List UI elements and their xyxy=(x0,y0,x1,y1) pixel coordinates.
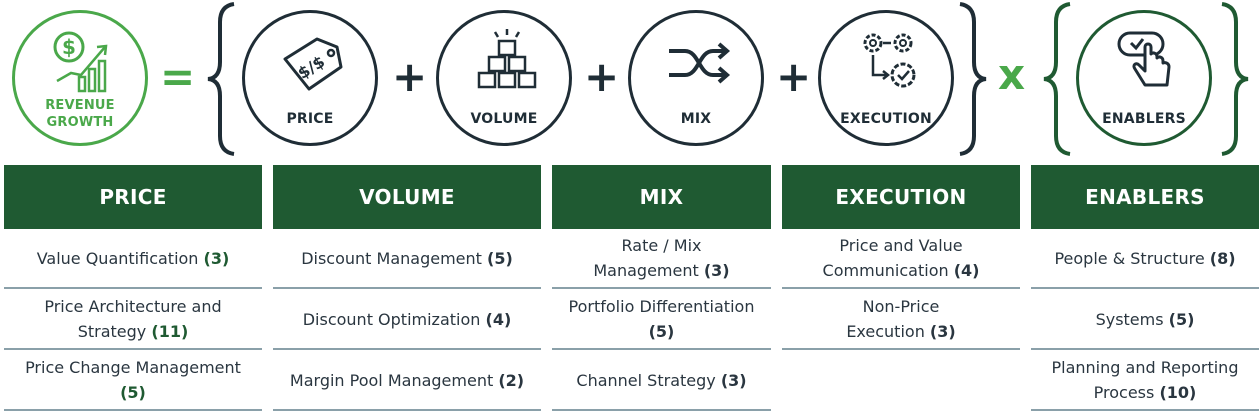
hand-tap-icon xyxy=(1117,31,1171,87)
item-count: (2) xyxy=(498,370,525,390)
mix-circle: MIX xyxy=(628,10,764,146)
item-count: (3) xyxy=(720,370,747,390)
header-mix: MIX xyxy=(552,165,771,229)
revenue-growth-circle: $ REVENUE GROWTH xyxy=(12,10,148,146)
item-count: (3) xyxy=(203,248,230,268)
item-count: (11) xyxy=(151,322,189,341)
svg-text:$: $ xyxy=(62,35,76,59)
execution-circle-label: EXECUTION xyxy=(840,111,932,127)
revenue-label-line2: GROWTH xyxy=(46,115,114,130)
item-text: Price Architecture and Strategy xyxy=(44,297,222,341)
list-item: Channel Strategy (3) xyxy=(552,351,771,411)
enablers-circle: ENABLERS xyxy=(1076,10,1212,146)
item-text: Portfolio Differentiation xyxy=(568,297,755,316)
price-tag-icon: $/$ xyxy=(283,37,343,91)
list-item: People & Structure (8) xyxy=(1031,229,1259,289)
enablers-circle-label: ENABLERS xyxy=(1102,111,1186,127)
list-item: Discount Management (5) xyxy=(273,229,541,289)
volume-circle: VOLUME xyxy=(436,10,572,146)
item-text: Planning and Reporting Process xyxy=(1051,358,1239,402)
item-text: Systems xyxy=(1095,309,1164,329)
mix-circle-label: MIX xyxy=(680,111,712,127)
item-text: Non-Price Execution xyxy=(846,297,940,341)
item-count: (5) xyxy=(648,322,675,341)
gears-icon xyxy=(863,33,916,88)
item-text: Rate / Mix Management xyxy=(593,236,702,280)
list-item: Non-Price Execution (3) xyxy=(782,290,1020,350)
list-item: Rate / Mix Management (3) xyxy=(552,229,771,289)
volume-circle-label: VOLUME xyxy=(470,111,538,127)
plus-sign-2: + xyxy=(584,52,620,101)
item-count: (10) xyxy=(1159,383,1197,402)
times-sign: x xyxy=(998,50,1026,99)
list-item: Margin Pool Management (2) xyxy=(273,351,541,411)
enablers-right-brace xyxy=(1221,2,1249,156)
item-text: Discount Optimization xyxy=(302,309,481,329)
item-text: Discount Management xyxy=(301,248,482,268)
list-item: Value Quantification (3) xyxy=(4,229,262,289)
revenue-growth-equation: $ REVENUE GROWTH = $/$ PRICE + xyxy=(0,0,1260,160)
right-brace xyxy=(959,2,987,156)
stacked-boxes-icon xyxy=(477,29,537,89)
list-item: Price and Value Communication (4) xyxy=(782,229,1020,289)
item-text: Value Quantification xyxy=(36,248,199,268)
plus-sign-1: + xyxy=(392,52,428,101)
left-brace xyxy=(207,2,235,156)
item-count: (5) xyxy=(120,383,146,402)
price-circle: $/$ PRICE xyxy=(242,10,378,146)
enablers-left-brace xyxy=(1043,2,1071,156)
item-text: People & Structure xyxy=(1054,248,1205,268)
shuffle-icon xyxy=(669,42,731,84)
header-enablers: ENABLERS xyxy=(1031,165,1259,229)
plus-sign-3: + xyxy=(776,52,812,101)
list-item: Price Change Management (5) xyxy=(4,351,262,411)
item-count: (8) xyxy=(1209,248,1236,268)
list-item: Portfolio Differentiation (5) xyxy=(552,290,771,350)
item-text: Channel Strategy xyxy=(576,370,716,390)
header-execution: EXECUTION xyxy=(782,165,1020,229)
list-item: Systems (5) xyxy=(1031,290,1259,350)
item-count: (3) xyxy=(929,322,956,341)
dollar-growth-chart-icon: $ xyxy=(53,31,108,93)
list-item: Discount Optimization (4) xyxy=(273,290,541,350)
execution-circle: EXECUTION xyxy=(818,10,954,146)
list-item: Price Architecture and Strategy (11) xyxy=(4,290,262,350)
item-text: Price Change Management xyxy=(25,358,241,377)
equals-sign: = xyxy=(160,52,196,101)
item-text: Price and Value Communication xyxy=(822,236,963,280)
header-price: PRICE xyxy=(4,165,262,229)
list-item: Planning and Reporting Process (10) xyxy=(1031,351,1259,411)
price-circle-label: PRICE xyxy=(286,111,334,127)
item-count: (4) xyxy=(953,261,980,280)
item-text: Margin Pool Management xyxy=(289,370,494,390)
header-volume: VOLUME xyxy=(273,165,541,229)
item-count: (5) xyxy=(487,248,513,268)
item-count: (5) xyxy=(1168,309,1195,329)
item-count: (4) xyxy=(485,309,512,329)
revenue-label-line1: REVENUE xyxy=(45,98,115,113)
item-count: (3) xyxy=(703,261,730,280)
